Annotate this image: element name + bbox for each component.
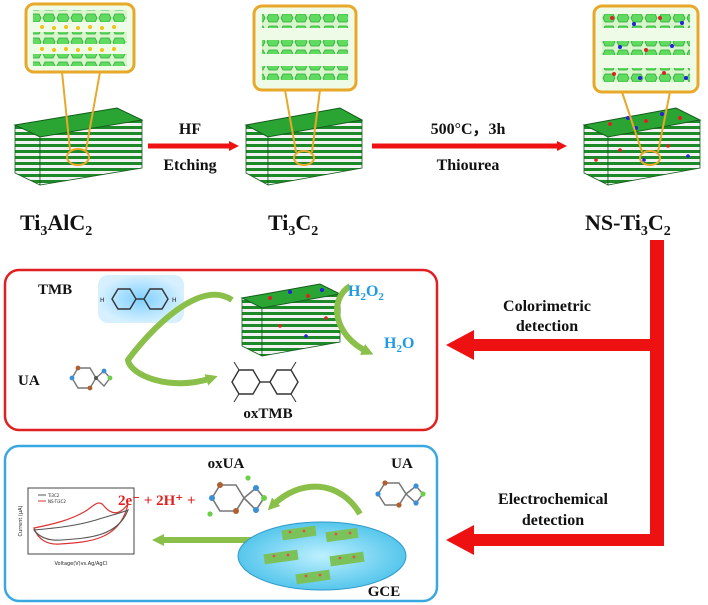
legend-item-2: NS-Ti3C2 [48, 499, 66, 504]
cv-curve-pristine [32, 509, 129, 541]
ua-label-colorimetric: UA [18, 373, 40, 389]
mxene-zoom [252, 4, 358, 166]
tmb-oxidation-arrow [124, 291, 234, 387]
doped-label: NS-Ti3C2 [585, 210, 671, 239]
cv-plot: Ti3C2 NS-Ti3C2 Voltage(V)vs.Ag/AgCl Curr… [18, 487, 135, 567]
etching-arrow: HF Etching [148, 121, 239, 174]
tmb-label: TMB [38, 282, 72, 298]
max-phase-label: Ti3AlC2 [20, 210, 92, 239]
etching-label: Etching [163, 157, 216, 174]
mxene-label: Ti3C2 [268, 210, 318, 239]
gce-label: GCE [368, 584, 401, 600]
h2o2-label: H2O2 [348, 283, 384, 303]
legend-item-1: Ti3C2 [47, 493, 60, 498]
svg-text:H: H [172, 297, 177, 304]
oxua-molecule [207, 475, 267, 517]
oxtmb-label: oxTMB [243, 406, 292, 422]
cv-curve-doped [33, 502, 129, 545]
cv-xlabel: Voltage(V)vs.Ag/AgCl [55, 561, 108, 567]
gce-electrode [237, 521, 407, 591]
ua-molecule-electro [375, 480, 426, 508]
hf-label: HF [179, 121, 201, 138]
ua-molecule-colorimetric [69, 365, 113, 391]
colorimetric-label-2: detection [516, 318, 578, 335]
h2o-label: H2O [384, 335, 414, 355]
oxua-label: oxUA [208, 456, 245, 472]
max-phase-block [13, 107, 144, 186]
detection-flow: Colorimetric detection Electrochemical d… [446, 240, 664, 555]
cv-ylabel: Current (μA) [18, 506, 24, 537]
catalyst-block [240, 283, 342, 357]
h2o2-reduction-arrow [334, 283, 374, 355]
ua-oxidation-arrow [267, 483, 363, 516]
dopant-dots [594, 112, 690, 162]
mxene-block [244, 107, 364, 186]
electrochemical-panel: Ti3C2 NS-Ti3C2 Voltage(V)vs.Ag/AgCl Curr… [3, 444, 439, 603]
electro-label-1: Electrochemical [498, 491, 608, 508]
oxtmb-molecule [231, 361, 299, 403]
ua-label-electro: UA [391, 456, 413, 472]
doped-zoom [592, 4, 700, 166]
temperature-label: 500°C，3h [431, 121, 506, 138]
thiourea-label: Thiourea [437, 157, 500, 174]
colorimetric-panel: TMB H H H2O2 H2O UA [3, 268, 439, 432]
doped-block [582, 107, 702, 186]
max-phase-zoom [24, 2, 136, 166]
colorimetric-label-1: Colorimetric [503, 298, 591, 315]
electron-transfer-label: 2e⁻ + 2H⁺ + [118, 493, 196, 509]
doping-arrow: 500°C，3h Thiourea [372, 121, 567, 174]
electro-label-2: detection [522, 512, 584, 529]
tmb-molecule: H H [98, 275, 184, 323]
svg-text:H: H [100, 297, 105, 304]
